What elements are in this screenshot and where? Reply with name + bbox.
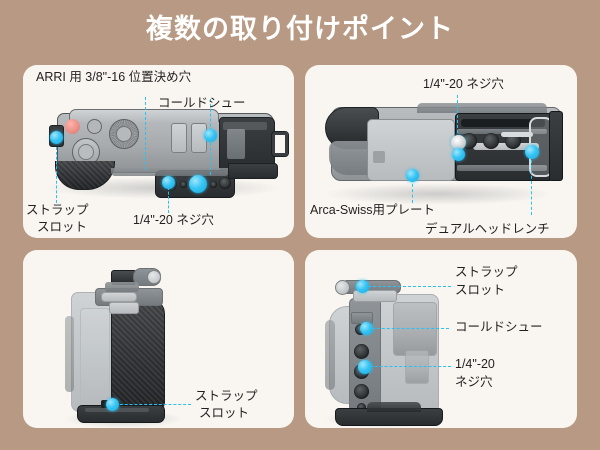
label-cold-shoe: コールドシュー	[455, 320, 543, 334]
cage-top-ridge	[417, 103, 547, 113]
panel-camera-grip-view: ストラップ スロット	[23, 250, 294, 428]
bottom-screw-hole-2	[483, 133, 499, 149]
camera-side-strip	[65, 316, 74, 392]
cage-cold-shoe	[101, 292, 137, 302]
baseplate-foot	[367, 402, 421, 412]
camera-grip	[111, 298, 165, 412]
mode-dial-center	[116, 126, 132, 142]
cage-upper-plate	[353, 290, 397, 302]
side-screw-hole-5	[357, 403, 366, 412]
marker-quarter20-ring	[451, 135, 466, 150]
label-strap-slot-line2: スロット	[199, 406, 250, 420]
camera-rear-screen	[393, 302, 437, 356]
battery-door-tab	[373, 151, 385, 163]
marker-strap-slot	[50, 131, 63, 144]
label-strap-slot-line1: ストラップ	[455, 265, 518, 279]
camera-top-step	[69, 109, 219, 122]
leader-strap-slot	[115, 404, 191, 405]
marker-cold-shoe	[204, 129, 217, 142]
screw-hole-2	[180, 181, 187, 188]
marker-dual-head-wrench	[525, 145, 539, 159]
marker-strap-slot	[106, 398, 119, 411]
label-quarter20-hole: 1/4"-20 ネジ穴	[423, 77, 504, 91]
leader-wrench	[531, 155, 532, 215]
cage-bottom-right	[228, 163, 278, 179]
cage-top-knob	[335, 280, 350, 295]
screw-hole-4	[210, 181, 217, 188]
cage-upper-bracket	[105, 282, 139, 292]
cage-bracket-detail	[109, 302, 139, 314]
label-arca-swiss-plate: Arca-Swiss用プレート	[310, 203, 436, 217]
cold-shoe-slot	[227, 129, 245, 159]
panel-camera-bottom-view: 1/4"-20 ネジ穴 Arca-Swiss用プレート デュアルヘッドレンチ	[305, 65, 577, 238]
marker-arca-plate	[406, 169, 419, 182]
leader-quarter20	[168, 187, 169, 213]
cage-right-highlight	[223, 122, 267, 130]
marker-arri	[189, 175, 207, 193]
record-button	[65, 119, 80, 134]
label-strap-slot-line1: ストラップ	[195, 389, 258, 403]
front-dial	[87, 119, 102, 134]
label-strap-slot-line2: スロット	[455, 283, 506, 297]
cage-channel-groove	[461, 119, 545, 127]
cage-strap-loop	[271, 131, 289, 157]
shutter-inner	[78, 144, 94, 160]
leader-arri	[145, 97, 146, 170]
cage-right-rail	[549, 111, 563, 181]
arca-swiss-plate	[473, 143, 539, 150]
leader-strap	[56, 147, 57, 203]
label-quarter20-hole: 1/4"-20 ネジ穴	[133, 213, 214, 227]
marker-quarter20	[358, 360, 372, 374]
leader-strap-slot	[363, 286, 451, 287]
side-screw-hole-2	[354, 344, 369, 359]
accessory-arm-knob	[147, 270, 161, 284]
leader-cold-shoe	[367, 328, 449, 329]
label-strap-slot-line1: ストラップ	[26, 203, 89, 217]
label-arri-hole: ARRI 用 3/8"-16 位置決め穴	[36, 70, 192, 84]
camera-rear-panel	[80, 308, 110, 406]
label-dual-head-wrench: デュアルヘッドレンチ	[425, 222, 550, 236]
marker-quarter20	[452, 148, 465, 161]
label-quarter20-line1: 1/4"-20	[455, 357, 495, 371]
bottom-screw-hole-3	[505, 133, 521, 149]
leader-quarter20	[457, 95, 458, 143]
marker-cold-shoe	[360, 322, 373, 335]
panel-camera-top-view: ARRI 用 3/8"-16 位置決め穴 コールドシュー ストラップ スロット …	[23, 65, 294, 238]
leader-arca	[412, 173, 413, 203]
top-pad-left	[171, 123, 187, 153]
marker-quarter20	[162, 176, 175, 189]
camera-lower-edge	[111, 168, 229, 176]
label-strap-slot-line2: スロット	[37, 220, 88, 234]
panel-camera-side-view: ストラップ スロット コールドシュー 1/4"-20 ネジ穴	[305, 250, 577, 428]
label-cold-shoe: コールドシュー	[158, 96, 246, 110]
battery-door	[367, 119, 455, 181]
leader-quarter20	[365, 366, 451, 367]
lens-mount-edge	[325, 320, 335, 390]
camera-rear-detail	[405, 350, 429, 384]
screw-hole-5	[219, 177, 231, 189]
side-screw-hole-4	[354, 384, 369, 399]
marker-strap-slot	[356, 280, 369, 293]
page-title: 複数の取り付けポイント	[146, 14, 454, 44]
arca-swiss-rail-bottom	[457, 165, 547, 171]
baseplate-groove	[85, 408, 149, 412]
camera-shadow	[323, 183, 553, 205]
arca-swiss-rail-top	[457, 129, 547, 134]
label-quarter20-line2: ネジ穴	[455, 375, 493, 389]
wrench-shaft	[501, 132, 533, 137]
